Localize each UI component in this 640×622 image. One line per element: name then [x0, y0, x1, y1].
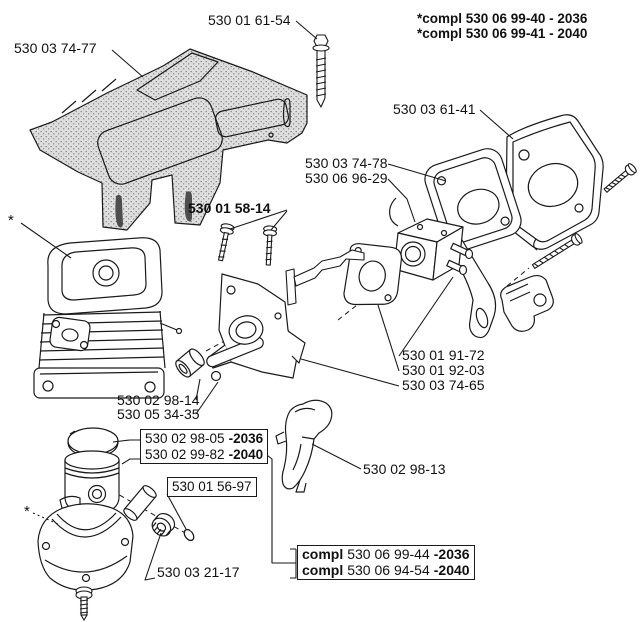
compl-number-2036: 530 06 99-44 — [347, 546, 430, 562]
callout-ball: 530 05 34-35 — [117, 406, 200, 422]
callout-filter-base-plate: 530 03 74-78 — [305, 155, 388, 171]
piston-pin-part — [123, 485, 157, 521]
callout-cylinder-cover: 530 03 74-77 — [14, 40, 97, 56]
compl-prefix-2036: compl — [302, 546, 344, 562]
circlip-part — [183, 527, 195, 542]
carb-gasket-part — [343, 243, 403, 306]
compl-prefix-2040: compl — [302, 561, 344, 578]
callout-shield-plate: 530 03 74-65 — [402, 377, 485, 393]
piston-number-2036: 530 02 98-05 — [145, 431, 225, 446]
top-variant-note: *compl 530 06 99-40 - 2036 *compl 530 06… — [417, 11, 588, 41]
asterisk-crankcase: * — [24, 503, 30, 520]
inlet-bushing-part — [175, 348, 205, 378]
mount-screw-long-part — [531, 233, 583, 270]
ball-part — [210, 370, 222, 382]
cylinder-part — [33, 237, 183, 399]
callout-inlet-bushing: 530 02 98-14 — [117, 392, 200, 408]
callout-carb-gasket: 530 01 92-03 — [402, 362, 485, 378]
callout-mounting-screws: 530 01 58-14 — [188, 200, 271, 216]
leader-lines — [20, 20, 514, 581]
piston-variant-box: 530 02 98-05-2036 530 02 99-82-2040 — [140, 429, 269, 464]
piston-variant-2040: -2040 — [228, 446, 264, 462]
air-deflector-part — [275, 399, 333, 493]
compl-number-2040: 530 06 94-54 — [347, 561, 430, 578]
piston-variant-row1: 530 02 98-05-2036 — [145, 431, 263, 447]
piston-variant-2036: -2036 — [228, 431, 264, 446]
piston-number-2040: 530 02 99-82 — [145, 446, 225, 462]
carburetor-part — [389, 197, 474, 281]
callout-carburetor: 530 06 96-29 — [305, 170, 388, 186]
top-variant-note-line2: *compl 530 06 99-41 - 2040 — [417, 25, 588, 41]
crankcase-part — [37, 495, 134, 591]
mounting-screws-part — [217, 223, 278, 266]
callout-cover-bolt: 530 01 61-54 — [208, 12, 291, 28]
cylinder-cover-part — [29, 48, 308, 231]
callout-carb-screw: 530 01 91-72 — [402, 347, 485, 363]
top-variant-note-line1: *compl 530 06 99-40 - 2036 — [417, 11, 588, 26]
piston-variant-row2: 530 02 99-82-2040 — [145, 447, 263, 463]
throttle-bracket-part — [285, 249, 365, 306]
clip-part — [500, 274, 554, 332]
callout-needle-bearing: 530 03 21-17 — [157, 564, 240, 580]
filter-screw-long-part — [603, 163, 637, 194]
piston-pin-number: 530 01 56-97 — [172, 479, 252, 494]
callout-air-filter-cover: 530 03 61-41 — [393, 101, 476, 117]
shield-plate-part — [206, 273, 306, 379]
asterisk-cylinder: * — [8, 212, 14, 229]
needle-bearing-part — [151, 512, 176, 537]
crankcase-screw-part — [75, 586, 93, 622]
cover-bolt-part — [312, 34, 330, 108]
callout-air-deflector: 530 02 98-13 — [363, 461, 446, 477]
compl-variant-2040: -2040 — [433, 561, 470, 578]
compl-variant-2036: -2036 — [433, 546, 470, 562]
piston-pin-box: 530 01 56-97 — [167, 477, 257, 497]
air-filter-cover-part — [505, 114, 604, 251]
